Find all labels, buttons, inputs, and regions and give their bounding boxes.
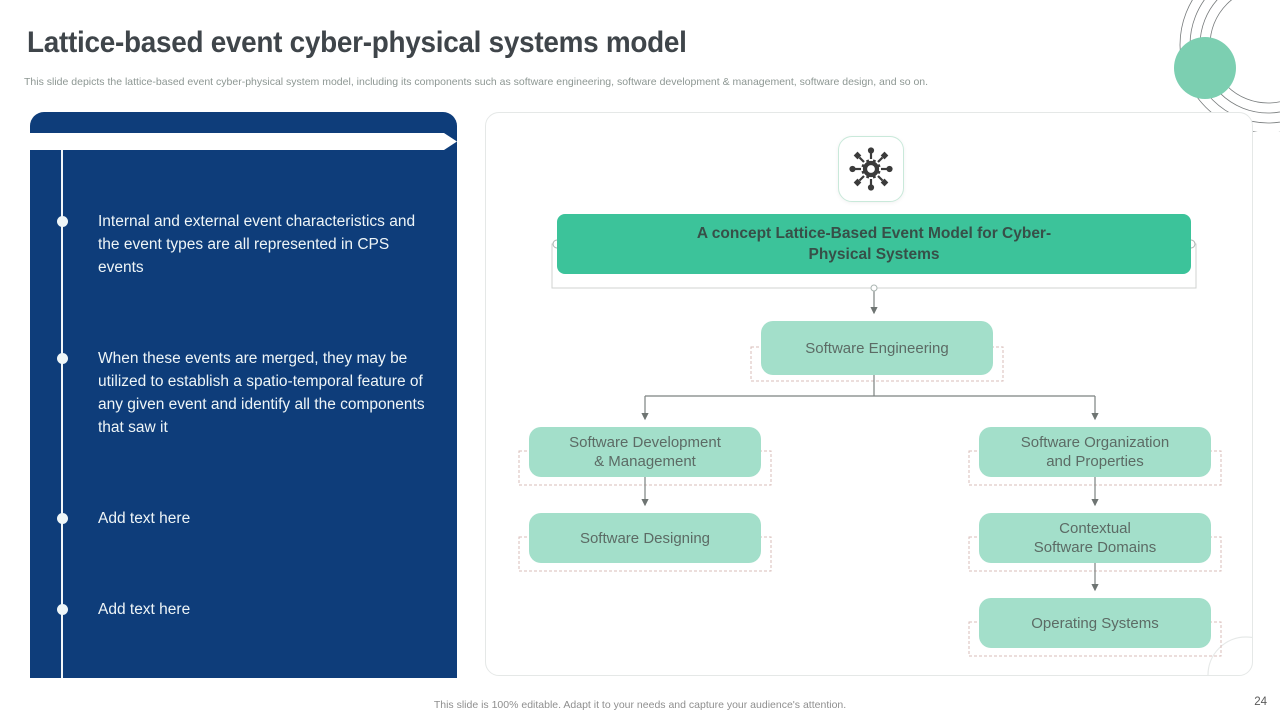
diagram-card: A concept Lattice-Based Event Model for …: [485, 112, 1253, 676]
bullet-text: When these events are merged, they may b…: [98, 350, 425, 436]
bullet-dot-icon: [56, 604, 68, 615]
arrow-band-decoration: [30, 133, 457, 150]
slide-subtitle: This slide depicts the lattice-based eve…: [24, 76, 929, 88]
node-software-org-props: Software Organization and Properties: [979, 427, 1211, 477]
key-points-panel: Internal and external event characterist…: [30, 112, 457, 678]
bullet-dot-icon: [56, 216, 68, 227]
bullet-dot-icon: [56, 513, 68, 524]
bullet-text: Internal and external event characterist…: [98, 213, 416, 276]
timeline-line: [61, 150, 63, 678]
teal-circle-decoration: [1174, 37, 1236, 99]
node-operating-systems: Operating Systems: [979, 598, 1211, 648]
footer-note: This slide is 100% editable. Adapt it to…: [433, 699, 847, 711]
bullet-text: Add text here: [98, 510, 191, 527]
page-title: Lattice-based event cyber-physical syste…: [27, 26, 687, 59]
node-software-designing: Software Designing: [529, 513, 761, 563]
node-software-dev-mgmt: Software Development & Management: [529, 427, 761, 477]
bullet-text: Add text here: [98, 601, 191, 618]
node-contextual-domains: Contextual Software Domains: [979, 513, 1211, 563]
node-root-concept: A concept Lattice-Based Event Model for …: [557, 214, 1191, 274]
diagram-badge: [838, 136, 904, 202]
gear-hub-icon: [849, 147, 893, 191]
bullet-dot-icon: [56, 353, 68, 364]
page-number: 24: [1254, 696, 1267, 708]
corner-arcs-decoration: [1174, 0, 1280, 132]
node-software-engineering: Software Engineering: [761, 321, 993, 375]
